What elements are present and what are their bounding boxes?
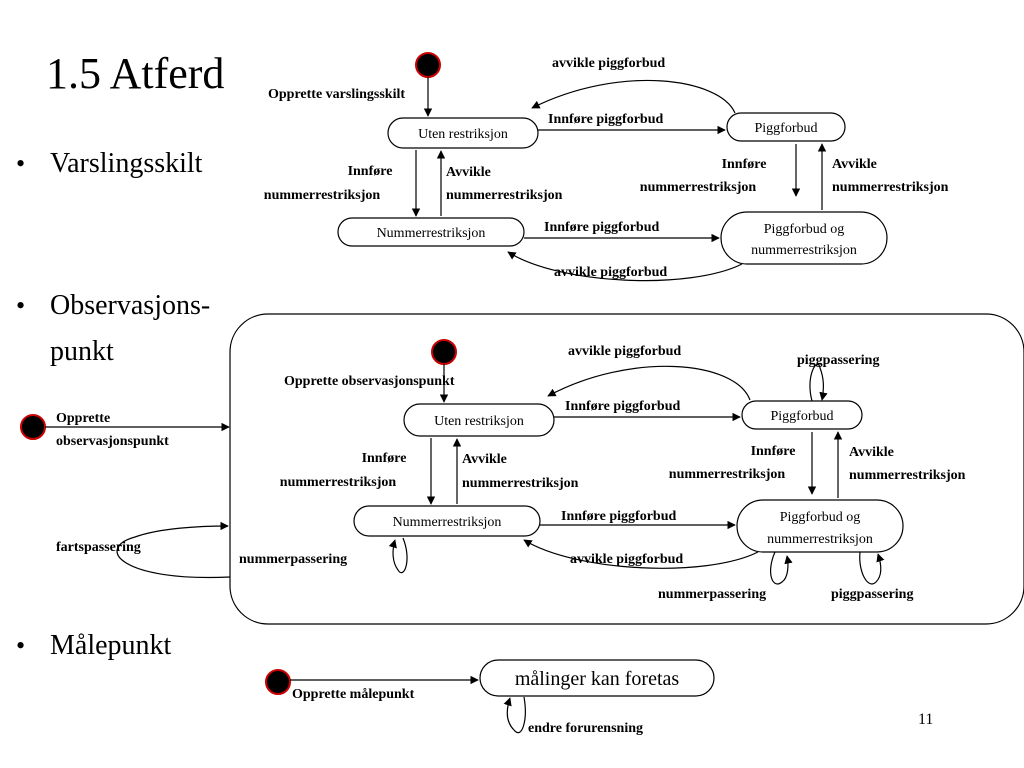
varslingsskilt-diagram [337,52,888,282]
transition-label: Innføre piggforbud [561,509,676,524]
transition-label: nummerrestriksjon [832,180,949,195]
state-uten-restriksjon [387,117,539,149]
state-label: Nummerrestriksjon [377,226,486,241]
self-loop-begge-piggpassering [859,551,885,585]
observasjonspunkt-diagram [20,313,1024,625]
transition-label: Innføre [722,157,767,172]
bullet-dot: • [16,291,25,320]
state-piggforbud-og-nummer [720,211,888,265]
bullet-dot: • [16,631,25,660]
self-loop-label: piggpassering [797,353,879,368]
composite-state-observasjonspunkt [229,313,1024,625]
transition-label: Innføre piggforbud [544,220,659,235]
state-label: Piggforbud [755,121,818,136]
state-malinger-kan-foretas [479,659,715,697]
self-loop-piggpassering [809,363,828,402]
transition-label: avvikle piggforbud [552,56,665,71]
state-label: Piggforbud og [780,510,861,525]
state-label: Nummerrestriksjon [393,515,502,530]
transition-label: Innføre [348,164,393,179]
self-loop-label: piggpassering [831,587,913,602]
page-title: 1.5 Atferd [46,49,224,98]
initial-state-node [415,52,441,78]
transition-label: avvikle piggforbud [570,552,683,567]
transition-label: Avvikle [446,165,491,180]
self-loop-label: nummerpassering [239,552,347,567]
self-loop-label: endre forurensning [528,721,643,736]
transition-label: Avvikle [849,445,894,460]
self-loop-label: nummerpassering [658,587,766,602]
state-uten-restriksjon [403,403,555,437]
state-piggforbud [726,112,846,142]
state-label: Uten restriksjon [434,414,524,429]
state-nummerrestriksjon [337,217,525,247]
self-loop-nummerpassering [388,537,408,573]
state-nummerrestriksjon [353,505,541,537]
state-piggforbud [741,400,863,430]
state-label: nummerrestriksjon [767,532,873,547]
transition-label: Innføre [362,451,407,466]
transition-label: nummerrestriksjon [264,188,381,203]
transition-label: nummerrestriksjon [280,475,397,490]
self-loop-fartspassering [116,521,231,579]
initial-label: Opprette varslingsskilt [268,87,405,102]
initial-label: Opprette målepunkt [292,687,415,702]
state-label: Piggforbud [771,409,834,424]
transition-avvikle-top [531,79,736,114]
transition-avvikle-top [547,365,751,401]
transition-label: Avvikle [832,157,877,172]
state-label: nummerrestriksjon [751,243,857,258]
bullet-malepunkt: Målepunkt [50,630,172,661]
bullet-dot: • [16,149,25,178]
state-piggforbud-og-nummer [736,499,904,553]
state-label: Uten restriksjon [418,127,508,142]
bullet-observasjonspunkt-line1: Observasjons- [50,290,210,321]
transition-label: Innføre [751,444,796,459]
transition-label: Innføre piggforbud [548,112,663,127]
bullet-varslingsskilt: Varslingsskilt [50,148,203,179]
transition-label: avvikle piggforbud [554,265,667,280]
page-number: 11 [918,711,933,728]
malepunkt-diagram [265,659,715,733]
transition-label: nummerrestriksjon [462,476,579,491]
initial-state-node [265,669,291,695]
outer-initial-state-node [20,414,46,440]
bullet-observasjonspunkt-line2: punkt [50,336,114,367]
transition-label: nummerrestriksjon [446,188,563,203]
initial-label: observasjonspunkt [56,434,169,449]
state-label: Piggforbud og [764,222,845,237]
self-loop-label: fartspassering [56,540,141,555]
transition-label: avvikle piggforbud [568,344,681,359]
transition-avvikle-bottom [523,539,759,569]
inner-initial-state-node [431,339,457,365]
self-loop-begge-nummerpassering [770,551,793,585]
transition-label: Avvikle [462,452,507,467]
transition-avvikle-bottom [507,251,743,282]
transition-label: nummerrestriksjon [640,180,757,195]
transition-label: Innføre piggforbud [565,399,680,414]
initial-label: Opprette [56,411,110,426]
transition-label: nummerrestriksjon [849,468,966,483]
self-loop-endre-forurensning [503,696,526,733]
transition-label: nummerrestriksjon [669,467,786,482]
state-label: målinger kan foretas [515,668,680,690]
initial-label: Opprette observasjonspunkt [284,374,455,389]
